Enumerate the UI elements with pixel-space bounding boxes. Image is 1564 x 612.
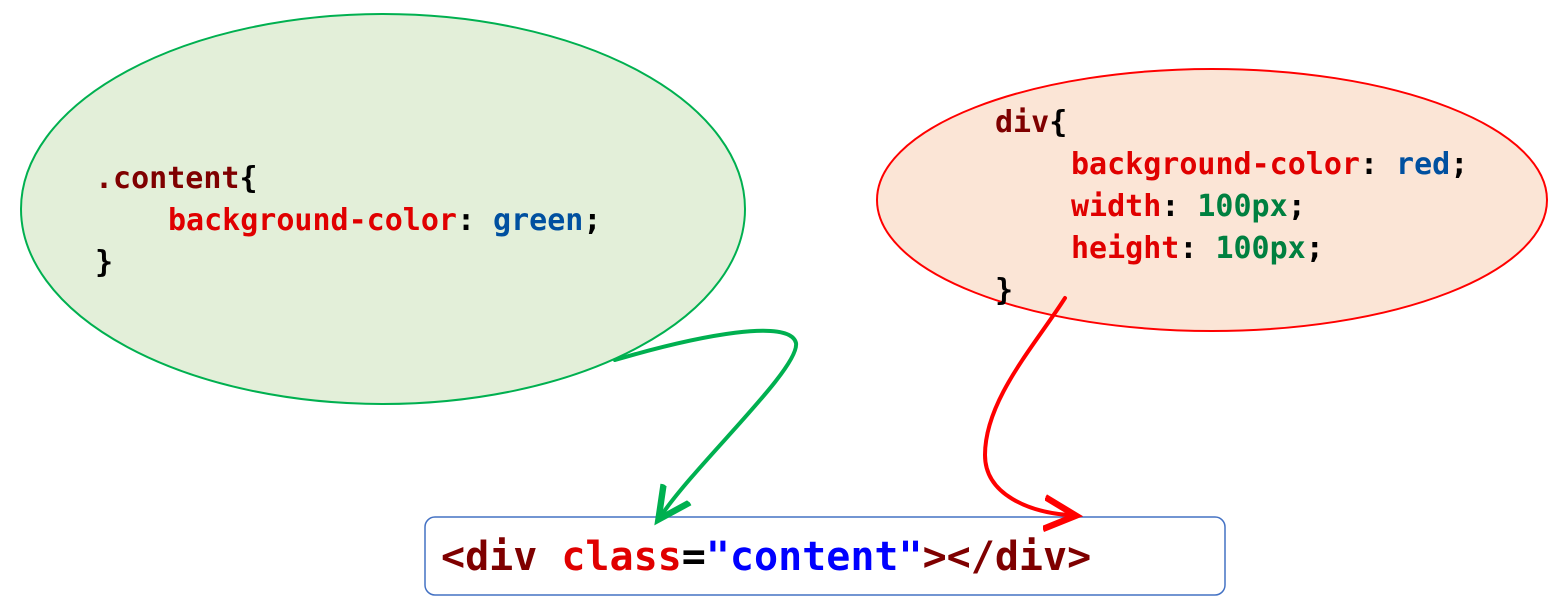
semicolon: ; xyxy=(1306,231,1324,266)
css-property: background-color xyxy=(1071,147,1360,182)
css-value: red xyxy=(1396,147,1450,182)
class-rule-code: .content{ background-color: green; } xyxy=(95,161,601,280)
element-rule-code: div{ background-color:red; width:100px; … xyxy=(995,105,1468,308)
html-equals: = xyxy=(682,534,706,580)
open-brace: { xyxy=(1049,105,1067,140)
css-property: width xyxy=(1071,189,1161,224)
html-attribute-value: "content" xyxy=(706,534,923,580)
class-rule-line-1: .content{ xyxy=(95,161,258,196)
html-element-code: <div class="content"></div> xyxy=(441,534,1091,580)
element-rule-line-3: width:100px; xyxy=(1071,189,1306,224)
open-brace: { xyxy=(240,161,258,196)
element-rule-line-2: background-color: red; xyxy=(1071,147,1468,182)
element-selector: div xyxy=(995,105,1049,140)
red-arrow xyxy=(982,296,1068,515)
class-rule-line-2: background-color: green; xyxy=(168,203,601,238)
element-rule-line-5: } xyxy=(995,273,1013,308)
colon: : xyxy=(457,203,475,238)
green-arrow xyxy=(613,328,799,513)
semicolon: ; xyxy=(1288,189,1306,224)
close-brace: } xyxy=(995,273,1013,308)
class-rule-line-3: } xyxy=(95,245,113,280)
element-rule-bubble xyxy=(876,68,1548,332)
colon: : xyxy=(1179,231,1197,266)
semicolon: ; xyxy=(583,203,601,238)
html-open-tag: <div xyxy=(441,534,537,580)
class-selector: .content xyxy=(95,161,240,196)
css-value: 100px xyxy=(1215,231,1305,266)
html-close-tags: ></div> xyxy=(923,534,1092,580)
close-brace: } xyxy=(95,245,113,280)
css-value: green xyxy=(493,203,583,238)
css-value: 100px xyxy=(1197,189,1287,224)
element-rule-line-4: height:100px; xyxy=(1071,231,1324,266)
semicolon: ; xyxy=(1450,147,1468,182)
html-element-box xyxy=(424,516,1226,596)
html-attribute-name: class xyxy=(561,534,681,580)
css-property: height xyxy=(1071,231,1179,266)
css-property: background-color xyxy=(168,203,457,238)
class-rule-bubble xyxy=(20,13,746,405)
element-rule-line-1: div{ xyxy=(995,105,1067,140)
colon: : xyxy=(1360,147,1378,182)
colon: : xyxy=(1161,189,1179,224)
